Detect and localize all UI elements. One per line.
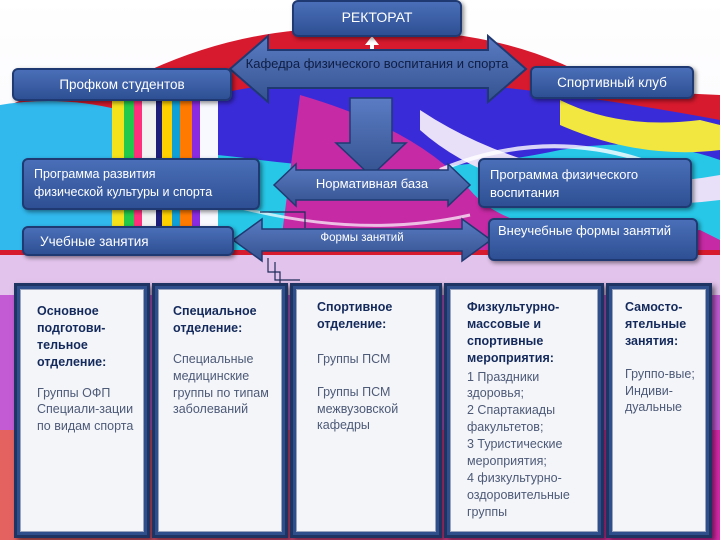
column-line: Специали-зации по видам спорта	[37, 402, 134, 434]
column-title: Самосто-ятельные занятия:	[625, 300, 687, 348]
development-program-box: Программа развития физической культуры и…	[22, 158, 260, 210]
column-mass-events: Физкультурно-массовые и спортивные мероп…	[444, 283, 604, 538]
rectorate-label: РЕКТОРАТ	[341, 9, 413, 25]
classes-label: Учебные занятия	[40, 234, 149, 249]
sports-club-box: Спортивный клуб	[530, 66, 694, 99]
column-line: 4 физкультурно-оздоровительные группы	[467, 470, 570, 519]
column-spacer	[303, 368, 431, 384]
column-line: Группо-вые;	[625, 366, 695, 381]
column-line: Специальные медицинские группы по типам …	[173, 351, 269, 417]
column-special-department: Специальное отделение: Специальные медиц…	[152, 283, 288, 538]
column-independent-classes: Самосто-ятельные занятия: Группо-вые; Ин…	[606, 283, 712, 538]
forms-label: Формы занятий	[320, 232, 404, 244]
department-arrow	[228, 34, 528, 104]
column-line: 3 Туристические мероприятия;	[467, 437, 563, 468]
column-line: Группы ОФП	[37, 385, 111, 400]
trade-union-box: Профком студентов	[12, 68, 232, 101]
education-program-label: Программа физического воспитания	[490, 167, 639, 201]
normative-base-arrow	[272, 162, 472, 208]
normative-base-label: Нормативная база	[315, 176, 429, 191]
column-line: Индиви-дуальные	[625, 383, 683, 415]
column-line: 2 Спартакиады факультетов;	[467, 403, 556, 435]
column-main-department: Основное подготови-тельное отделение: Гр…	[14, 283, 150, 538]
classes-box: Учебные занятия	[22, 226, 234, 256]
extracurricular-label: Внеучебные формы занятий	[498, 223, 672, 238]
column-line: Группы ПСМ межвузовской кафедры	[317, 384, 399, 433]
column-line: 1 Праздники здоровья;	[467, 369, 540, 401]
column-line: Группы ПСМ	[317, 351, 391, 366]
column-title: Основное подготови-тельное отделение:	[37, 304, 107, 369]
education-program-box: Программа физического воспитания	[478, 158, 692, 208]
column-title: Специальное отделение:	[173, 304, 257, 335]
development-program-label: Программа развития физической культуры и…	[34, 167, 213, 200]
column-title: Физкультурно-массовые и спортивные мероп…	[467, 300, 560, 365]
department-label: Кафедра физического воспитания и спорта	[245, 56, 509, 71]
column-sports-department: Спортивное отделение: Группы ПСМ Группы …	[290, 283, 442, 538]
column-title: Спортивное отделение:	[317, 300, 393, 331]
rectorate-box: РЕКТОРАТ	[292, 0, 462, 37]
trade-union-label: Профком студентов	[59, 77, 185, 92]
sports-club-label: Спортивный клуб	[557, 75, 667, 90]
extracurricular-box: Внеучебные формы занятий	[488, 218, 698, 261]
